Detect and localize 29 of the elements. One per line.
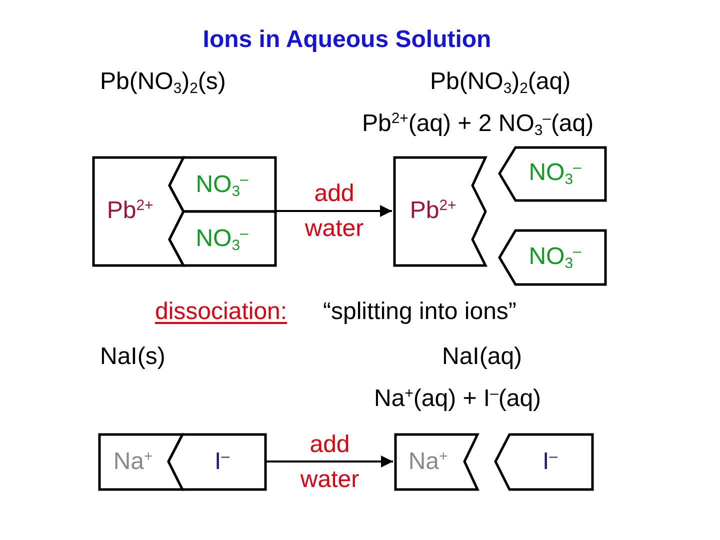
ion-label: Pb$^{2+}$ — [106, 197, 154, 225]
formula-label: NaI(s) — [100, 343, 166, 371]
puzzle-piece — [92, 156, 184, 266]
equation-label: Na$^{+}$(aq) + I$^{–}$(aq) — [374, 385, 542, 413]
edge-label: add water — [304, 179, 365, 244]
puzzle-piece — [166, 432, 266, 490]
puzzle-piece — [494, 432, 594, 490]
puzzle-piece — [394, 432, 478, 490]
slide-title: Ions in Aqueous Solution — [202, 26, 492, 54]
puzzle-piece — [168, 210, 276, 266]
puzzle-piece — [98, 432, 184, 490]
formula-label: Pb(NO$_{3}$)$_{2}$(s) — [100, 68, 226, 96]
ion-label: Na$^{+}$ — [408, 448, 448, 476]
ion-label: I$^{–}$ — [542, 448, 558, 476]
edge-label: add water — [299, 430, 360, 494]
arrow — [266, 456, 393, 468]
puzzle-piece — [498, 146, 606, 202]
puzzle-piece — [168, 156, 276, 212]
ion-label: Na$^{+}$ — [113, 448, 153, 476]
ion-label: I$^{–}$ — [214, 448, 230, 476]
equation-label: Pb$^{2+}$(aq) + 2 NO$_{3}$$^{–}$(aq) — [362, 110, 594, 138]
term-label: dissociation: — [155, 298, 288, 326]
puzzle-piece — [498, 228, 606, 286]
definition-text: “splitting into ions” — [323, 298, 516, 326]
puzzle-piece — [392, 156, 486, 266]
ion-label: Pb$^{2+}$ — [410, 197, 456, 225]
formula-label: NaI(aq) — [442, 343, 522, 371]
arrow — [276, 205, 392, 217]
formula-label: Pb(NO$_{3}$)$_{2}$(aq) — [430, 68, 571, 96]
